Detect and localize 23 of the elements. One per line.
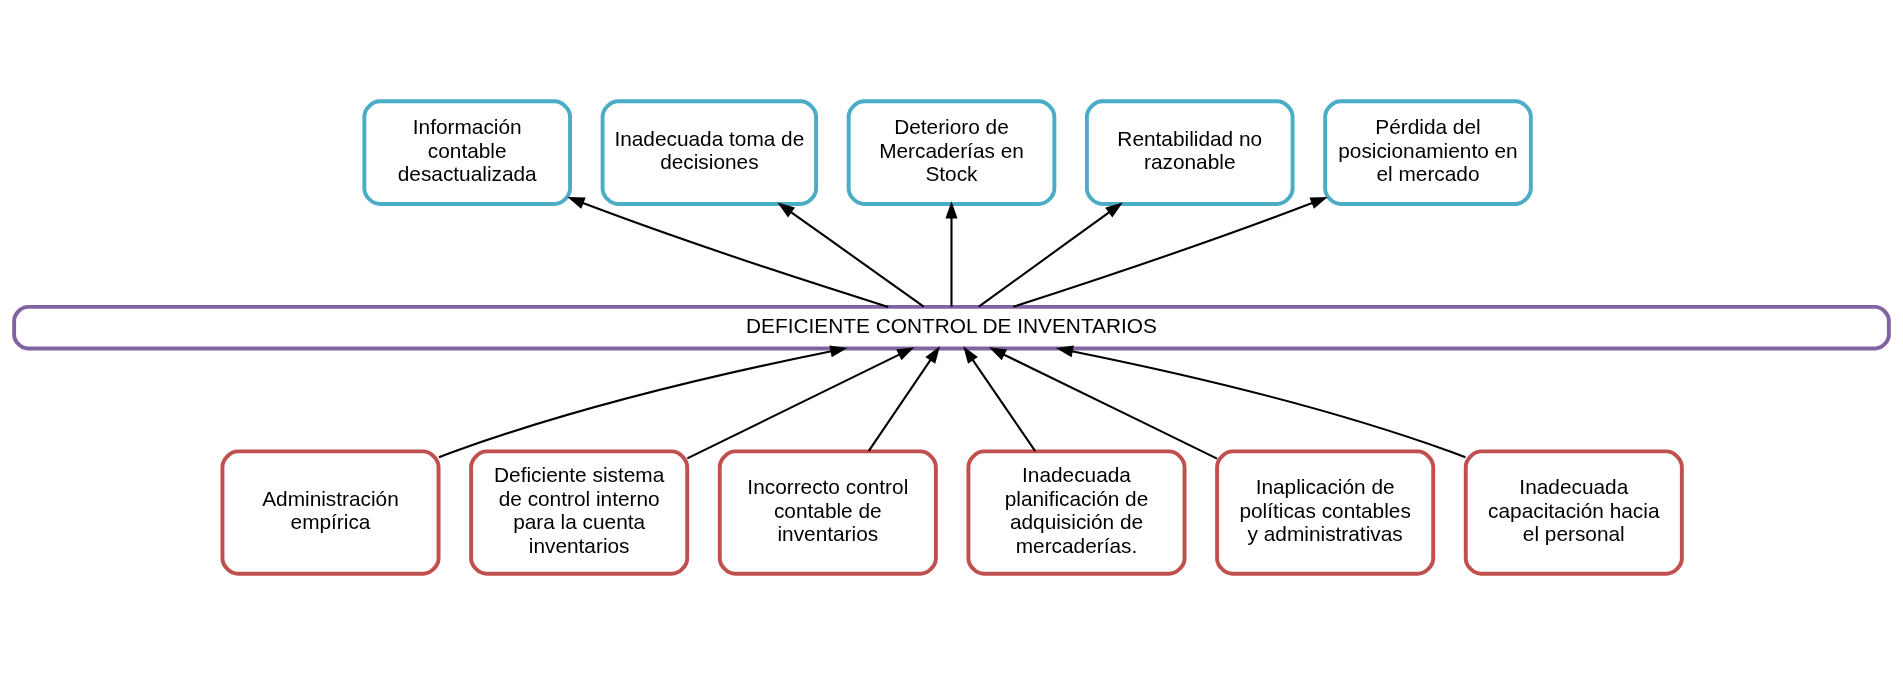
node-box: Deterioro de Mercaderías en Stock xyxy=(846,98,1057,206)
arrow xyxy=(567,196,889,308)
arrow xyxy=(945,200,958,307)
node-box: Incorrecto control contable de inventarios xyxy=(717,448,938,576)
arrow xyxy=(438,345,848,458)
node-box: Administración empírica xyxy=(220,448,441,576)
node-box: Inadecuada planificación de adquisición de mercaderías. xyxy=(966,448,1187,576)
node-box: Rentabilidad no razonable xyxy=(1084,98,1295,206)
node-box: Pérdida del posicionamiento en el mercado xyxy=(1323,98,1533,206)
node-box: Inadecuada toma de decisiones xyxy=(600,98,819,206)
arrow xyxy=(777,202,925,307)
arrow xyxy=(867,345,940,452)
arrow xyxy=(978,201,1123,307)
node-box: DEFICIENTE CONTROL DE INVENTARIOS xyxy=(12,304,1891,351)
arrow xyxy=(1055,344,1466,458)
arrow xyxy=(686,346,915,459)
node-box: Inaplicación de políticas contables y administrativas xyxy=(1215,448,1436,576)
arrow xyxy=(1013,196,1328,308)
node-box: Deficiente sistema de control interno para la cuenta inventarios xyxy=(469,448,690,576)
node-box: Información contable desactualizada xyxy=(362,98,572,206)
arrow xyxy=(963,345,1037,452)
arrow xyxy=(988,346,1218,460)
node-box: Inadecuada capacitación hacia el personal xyxy=(1463,448,1684,576)
